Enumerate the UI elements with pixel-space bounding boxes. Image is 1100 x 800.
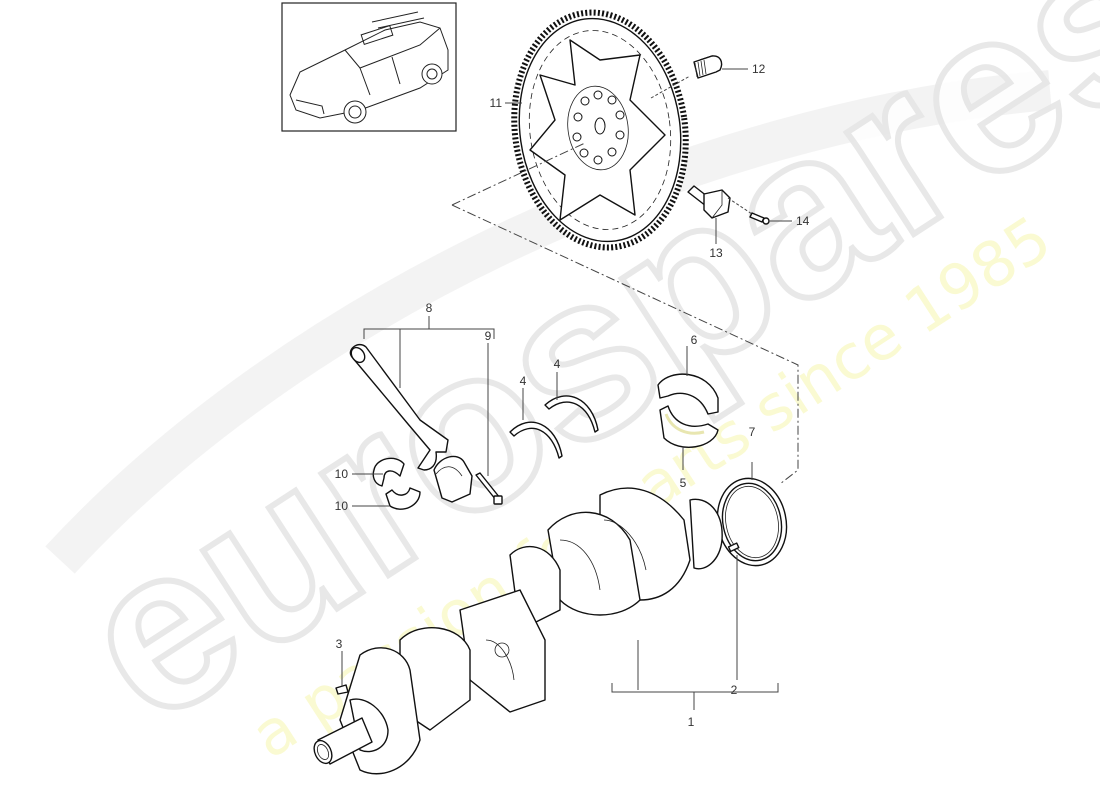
assembly-centerline	[451, 75, 799, 485]
callout-labels: 1 2 3 4 4 5 6 7 8 9 10 10 11 12 13 14	[335, 62, 810, 729]
callout-2: 2	[731, 683, 738, 697]
callout-14: 14	[796, 214, 810, 228]
sensor-part-13	[687, 185, 731, 219]
callout-3: 3	[336, 637, 343, 651]
thrust-washer-part-4a	[509, 421, 563, 459]
main-bearing-shell-part-6	[657, 373, 719, 415]
rod-bearing-shells-part-10	[372, 457, 421, 510]
callout-4a: 4	[520, 374, 527, 388]
callout-7: 7	[749, 425, 756, 439]
connecting-rod-part-8	[349, 343, 449, 471]
callout-6: 6	[691, 333, 698, 347]
vehicle-thumbnail	[281, 2, 457, 132]
woodruff-key-part-3	[335, 684, 349, 695]
thrust-washer-part-4b	[544, 395, 599, 433]
rod-bolt-part-9	[475, 472, 503, 505]
main-bearing-shell-part-5	[659, 405, 719, 448]
dowel-pin-part-2	[727, 542, 740, 553]
callout-5: 5	[680, 476, 687, 490]
callout-11: 11	[490, 96, 503, 110]
callout-13: 13	[709, 246, 723, 260]
callout-1: 1	[688, 715, 695, 729]
callout-12: 12	[752, 62, 766, 76]
callout-9: 9	[485, 329, 492, 343]
callout-10b: 10	[335, 499, 349, 513]
callout-4b: 4	[554, 357, 561, 371]
bolt-part-12	[693, 55, 723, 79]
car-icon	[289, 11, 449, 124]
screw-part-14	[749, 212, 770, 225]
leader-lines	[341, 68, 792, 710]
callout-8: 8	[426, 301, 433, 315]
crankshaft-part-1	[313, 487, 723, 775]
rod-cap	[433, 455, 473, 503]
flywheel-part-11	[511, 9, 689, 251]
callout-10a: 10	[335, 467, 349, 481]
shaft-seal-part-7	[716, 477, 788, 567]
